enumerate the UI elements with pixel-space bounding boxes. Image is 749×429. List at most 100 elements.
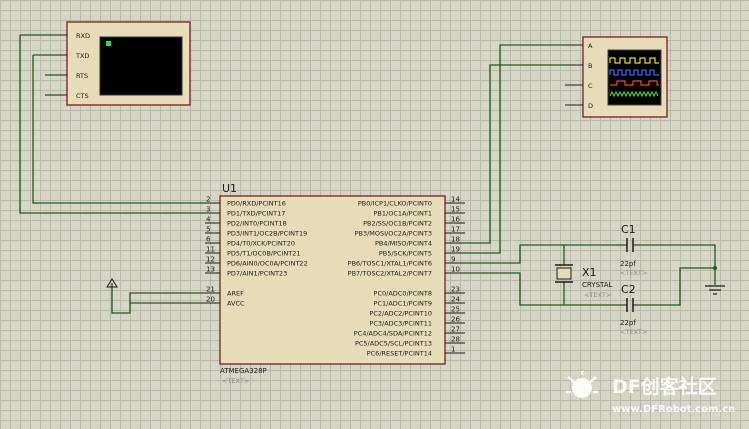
mcu-pin-label: PB6/TOSC1/XTAL1/PCINT6 xyxy=(348,260,432,268)
mcu-part-name: ATMEGA328P xyxy=(220,367,267,375)
mcu-pin-label: PB3/MOSI/OC2A/PCINT3 xyxy=(355,230,432,238)
crystal-value: CRYSTAL xyxy=(582,281,613,289)
crystal-x1[interactable]: X1 CRYSTAL <TEXT> xyxy=(555,264,613,299)
mcu-pin-label: PC5/ADC5/SCL/PCINT13 xyxy=(355,340,432,348)
mcu-pin-number: 11 xyxy=(206,246,215,254)
c2-designator: C2 xyxy=(621,283,636,296)
mcu-pin-number: 27 xyxy=(451,326,460,334)
terminal-pins xyxy=(57,34,67,96)
wire-pb5-scope-a xyxy=(465,44,565,254)
virtual-terminal[interactable]: RXD TXD RTS CTS xyxy=(20,21,191,106)
dfrobot-watermark: DF创客社区 www.DFRobot.com.cn xyxy=(566,371,735,415)
mcu-pin-number: 26 xyxy=(451,316,460,324)
scope-trace-a xyxy=(609,57,659,64)
c2-value: 22pf xyxy=(620,319,636,327)
mcu-pin-number: 12 xyxy=(206,256,215,264)
mcu-pin-number: 21 xyxy=(206,286,215,294)
terminal-pin-stubs xyxy=(20,34,57,96)
mcu-pin-number: 25 xyxy=(451,306,460,314)
mcu-pin-label: PD1/TXD/PCINT17 xyxy=(227,210,285,218)
mcu-pin-number: 14 xyxy=(451,196,460,204)
mcu-pin-label: PD0/RXD/PCINT16 xyxy=(227,200,286,208)
scope-trace-b xyxy=(609,69,659,76)
mcu-pin-label: AVCC xyxy=(227,300,245,308)
capacitor-c2[interactable]: C2 22pf <TEXT> xyxy=(620,283,647,336)
mcu-pin-number: 4 xyxy=(206,216,211,224)
mcu-pin-label: PD4/T0/XCK/PCINT20 xyxy=(227,240,295,248)
mcu-pin-label: PC6/RESET/PCINT14 xyxy=(367,350,432,358)
ground-junction xyxy=(713,266,717,270)
mcu-pin-number: 28 xyxy=(451,336,460,344)
mcu-pin-number: 20 xyxy=(206,296,215,304)
dfrobot-logo-icon xyxy=(566,371,598,398)
mcu-text-placeholder: <TEXT> xyxy=(222,377,249,385)
terminal-pin-rxd: RXD xyxy=(76,32,90,40)
terminal-pin-cts: CTS xyxy=(76,92,89,100)
scope-trace-d xyxy=(609,90,659,98)
mcu-pin-number: 16 xyxy=(451,216,460,224)
mcu-pin-label: PD6/AIN0/OC0A/PCINT22 xyxy=(227,260,308,268)
mcu-pin-label: PB1/OC1A/PCINT1 xyxy=(374,210,432,218)
terminal-screen xyxy=(99,36,183,96)
mcu-pin-label: PB5/SCK/PCINT5 xyxy=(379,250,432,258)
wire-rxd xyxy=(19,35,205,214)
c1-designator: C1 xyxy=(621,223,636,236)
mcu-pin-label: PC4/ADC4/SDA/PCINT12 xyxy=(354,330,432,338)
mcu-body xyxy=(219,195,446,365)
mcu-pin-number: 24 xyxy=(451,296,460,304)
mcu-pin-number: 17 xyxy=(451,226,460,234)
wire-xtal1 xyxy=(465,244,620,264)
crystal-text-placeholder: <TEXT> xyxy=(584,291,611,299)
scope-channel-a: A xyxy=(588,42,593,50)
wire-c1-gnd xyxy=(640,244,716,285)
mcu-pin-number: 9 xyxy=(451,256,455,264)
mcu-pin-number: 5 xyxy=(206,226,210,234)
c2-text-placeholder: <TEXT> xyxy=(620,328,647,336)
scope-channel-b: B xyxy=(588,62,592,70)
mcu-pin-number: 23 xyxy=(451,286,460,294)
mcu-pin-label: PD3/INT1/OC2B/PCINT19 xyxy=(227,230,307,238)
supply-arrow-icon xyxy=(106,278,118,288)
scope-pins xyxy=(565,44,583,106)
mcu-pin-label: PD7/AIN1/PCINT23 xyxy=(227,270,287,278)
mcu-pin-label: PC1/ADC1/PCINT9 xyxy=(374,300,432,308)
mcu-pin-number: 15 xyxy=(451,206,460,214)
mcu-pin-number: 13 xyxy=(206,266,215,274)
mcu-pin-number: 18 xyxy=(451,236,460,244)
mcu-pin-label: AREF xyxy=(227,290,244,298)
mcu-pin-number: 10 xyxy=(451,266,460,274)
c1-text-placeholder: <TEXT> xyxy=(620,269,647,277)
wire-xtal2 xyxy=(465,272,620,306)
mcu-pin-number: 19 xyxy=(451,246,460,254)
terminal-cursor xyxy=(106,41,111,46)
terminal-pin-txd: TXD xyxy=(75,52,89,60)
mcu-pin-label: PD2/INT0/PCINT18 xyxy=(227,220,287,228)
watermark-url: www.DFRobot.com.cn xyxy=(612,404,735,415)
mcu-pin-number: 6 xyxy=(206,236,211,244)
crystal-designator: X1 xyxy=(582,266,597,279)
mcu-pin-label: PB4/MISO/PCINT4 xyxy=(375,240,432,248)
mcu-pin-label: PD5/T1/OC0B/PCINT21 xyxy=(227,250,300,258)
c1-value: 22pf xyxy=(620,260,636,268)
mcu-pin-label: PB7/TOSC2/XTAL2/PCINT7 xyxy=(348,270,432,278)
terminal-pin-rts: RTS xyxy=(76,72,88,80)
scope-traces xyxy=(609,57,659,98)
mcu-pin-label: PC2/ADC2/PCINT10 xyxy=(369,310,432,318)
mcu-pin-number: 3 xyxy=(206,206,210,214)
ground-symbol xyxy=(705,266,725,295)
scope-trace-c xyxy=(610,80,659,86)
wires xyxy=(19,35,716,314)
capacitor-c1[interactable]: C1 22pf <TEXT> xyxy=(620,223,647,277)
wire-c2-gnd xyxy=(640,267,715,306)
mcu-pin-number: 2 xyxy=(206,196,210,204)
scope-channel-c: C xyxy=(588,82,593,90)
oscilloscope[interactable]: A B C D xyxy=(565,36,668,118)
watermark-brand: DF创客社区 xyxy=(612,375,717,398)
mcu-pin-label: PB0/ICP1/CLKO/PCINT0 xyxy=(358,200,432,208)
mcu-pin-label: PC0/ADC0/PCINT8 xyxy=(374,290,432,298)
wire-pb4-scope-b xyxy=(465,64,565,244)
